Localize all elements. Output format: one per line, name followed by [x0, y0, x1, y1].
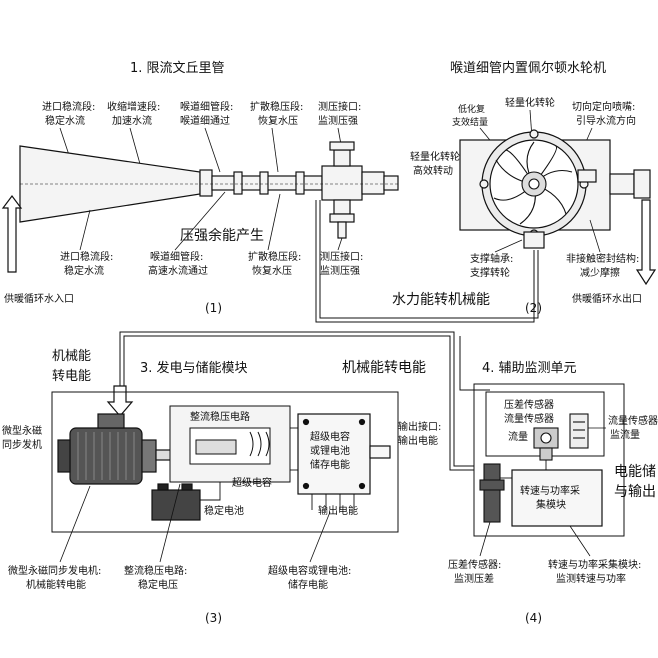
label-inlet-top-2: 稳定水流: [45, 114, 85, 127]
label-inlet-top-1: 进口稳流段:: [42, 100, 95, 113]
label-throat-top-1: 喉道细管段:: [180, 100, 233, 113]
figure-num-1: (1): [205, 301, 222, 315]
pelton-label-bl2: 支撑转轮: [470, 266, 510, 279]
venturi-tube: [19, 141, 399, 239]
label-contract-top-2: 加速水流: [112, 114, 152, 127]
inlet-arrow-icon: [1, 195, 23, 273]
generator-label-2: 同步发机: [2, 438, 42, 451]
gen-bottom-3b: 储存电能: [288, 578, 328, 591]
flow-right-label-1: 流量传感器: [608, 414, 658, 427]
generation-module-frame: [51, 391, 399, 533]
monitor-title: 4. 辅助监测单元: [482, 361, 577, 376]
label-diffuse-bot-1: 扩散稳压段:: [248, 250, 301, 263]
pelton-label-tr1: 切向定向喷嘴:: [572, 100, 635, 113]
pelton-label-br2: 减少摩擦: [580, 266, 620, 279]
battery-label: 稳定电池: [204, 504, 244, 517]
rectifier-circuit: [169, 405, 291, 483]
sensor-icon: [533, 427, 559, 461]
storage-output-label-2: 与输出: [614, 484, 656, 500]
storage-label-2: 或锂电池: [310, 444, 350, 457]
label-diffuse-top-1: 扩散稳压段:: [250, 100, 303, 113]
figure-num-3: (3): [205, 611, 222, 625]
generator-label-1: 微型永磁: [2, 424, 42, 437]
monitor-frame: [473, 383, 625, 537]
storage-box: [297, 413, 391, 495]
mech-to-elec-mid: 机械能转电能: [342, 360, 426, 376]
flow-right-label-2: 监流量: [610, 428, 640, 441]
label-tap-top-2: 监测压强: [318, 114, 358, 127]
speed-label-1: 转速与功率采: [520, 484, 580, 497]
flow-meter-icon: [569, 413, 589, 449]
gen-bottom-3a: 超级电容或锂电池:: [268, 564, 351, 577]
gen-bottom-1b: 机械能转电能: [26, 578, 86, 591]
outlet-label: 供暖循环水出口: [572, 292, 642, 305]
port-label-2: 输出电能: [398, 434, 438, 447]
speed-power-module: [511, 469, 603, 527]
label-inlet-bot-2: 稳定水流: [64, 264, 104, 277]
label-contract-top-1: 收缩增速段:: [107, 100, 160, 113]
venturi-bottom-labels: 进口稳流段: 稳定水流 喉道细管段: 高速水流通过 扩散稳压段: 恢复水压 测压…: [60, 250, 363, 277]
inlet-label: 供暖循环水入口: [4, 292, 74, 305]
label-throat-top-2: 喉道细通过: [180, 114, 230, 127]
label-diffuse-bot-2: 恢复水压: [252, 264, 292, 277]
label-throat-bot-2: 高速水流通过: [148, 264, 208, 277]
pelton-label-l1: 轻量化转轮:: [410, 150, 463, 163]
label-diffuse-top-2: 恢复水压: [258, 114, 298, 127]
gen-title: 3. 发电与储能模块: [140, 360, 248, 376]
pelton-title: 喉道细管内置佩尔顿水轮机: [450, 60, 606, 76]
pelton-label-tr2: 引导水流方向: [576, 114, 636, 127]
output-label: 输出电能: [318, 504, 358, 517]
down-arrow-icon: [106, 385, 134, 417]
pelton-label-tl2: 支效结量: [452, 116, 488, 128]
flow-sensor-label: 流量传感器: [504, 412, 554, 425]
rectifier-label: 整流稳压电路: [190, 410, 250, 423]
flow-hydro-to-mech: 水力能转机械能: [392, 292, 490, 308]
port-label-1: 输出接口:: [398, 420, 441, 433]
storage-output-label-1: 电能储: [614, 464, 656, 480]
pressure-sensor-icon: [479, 463, 505, 523]
super-cap-label: 超级电容: [232, 476, 272, 489]
gen-bottom-2b: 稳定电压: [138, 578, 178, 591]
flow-label: 流量: [508, 430, 528, 443]
speed-label-2: 集模块: [536, 498, 566, 511]
pelton-label-tl1: 低化复: [458, 103, 485, 115]
gen-bottom-2a: 整流稳压电路:: [124, 564, 187, 577]
label-throat-bot-1: 喉道细管段:: [150, 250, 203, 263]
figure-num-4: (4): [525, 611, 542, 625]
label-tap-bot-1: 测压接口:: [320, 250, 363, 263]
mech-to-elec-left-1: 机械能: [52, 349, 91, 364]
pelton-label-bl1: 支撑轴承:: [470, 252, 513, 265]
gen-bottom-1a: 微型永磁同步发电机:: [8, 564, 101, 577]
label-tap-bot-2: 监测压强: [320, 264, 360, 277]
pressure-residual-label: 压强余能产生: [180, 227, 264, 244]
outlet-arrow-icon: [635, 199, 657, 286]
label-inlet-bot-1: 进口稳流段:: [60, 250, 113, 263]
dp-sensor-label: 压差传感器: [504, 398, 554, 411]
storage-label-1: 超级电容: [310, 430, 350, 443]
pelton-label-top: 轻量化转轮: [505, 96, 555, 109]
battery-icon: [151, 483, 201, 521]
storage-label-3: 储存电能: [310, 458, 350, 471]
turbine-runner-icon: [493, 141, 573, 225]
pelton-turbine: [459, 129, 651, 249]
pelton-label-br1: 非接触密封结构:: [566, 252, 639, 265]
venturi-top-labels: 进口稳流段: 稳定水流 收缩增速段: 加速水流 喉道细管段: 喉道细通过 扩散稳…: [42, 100, 361, 127]
monitor-bottom-l2: 监测压差: [454, 572, 494, 585]
venturi-title: 1. 限流文丘里管: [130, 61, 225, 76]
pelton-label-l2: 高效转动: [413, 164, 453, 177]
mech-to-elec-left-2: 转电能: [52, 369, 91, 384]
monitor-bottom-l1: 压差传感器:: [448, 558, 501, 571]
monitor-bottom-r1: 转速与功率采集模块:: [548, 558, 641, 571]
label-tap-top-1: 测压接口:: [318, 100, 361, 113]
monitor-bottom-r2: 监测转速与功率: [556, 572, 626, 585]
